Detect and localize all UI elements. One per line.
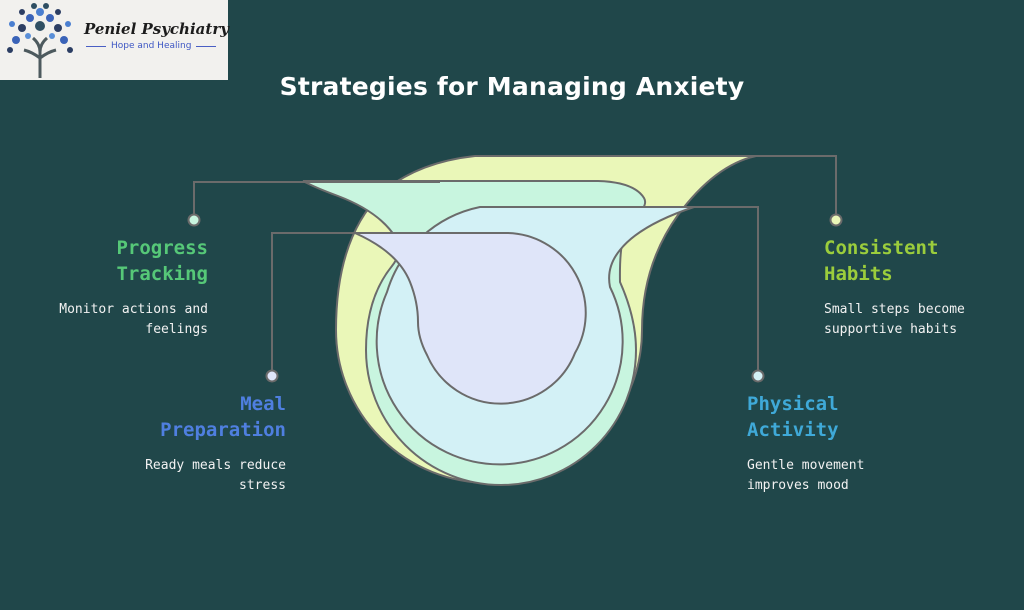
connector-physical-activity <box>680 206 759 376</box>
item-title-line: Activity <box>747 419 839 441</box>
node-dot-meal-preparation <box>265 369 279 383</box>
tree-logo-icon <box>7 3 73 78</box>
node-dot-physical-activity <box>751 369 765 383</box>
item-title-line: Progress <box>116 237 208 259</box>
connector-meal-preparation <box>271 232 390 376</box>
item-title-meal-preparation: Meal Preparation <box>86 391 286 443</box>
connector-consistent-habits <box>740 155 837 220</box>
item-title-line: Preparation <box>160 419 286 441</box>
item-desc-physical-activity: Gentle movement improves mood <box>747 456 947 496</box>
logo-name: Peniel Psychiatry <box>84 20 229 38</box>
item-desc-line: improves mood <box>747 478 849 493</box>
node-dot-consistent-habits <box>829 213 843 227</box>
item-title-line: Meal <box>240 393 286 415</box>
tagline-rule-left <box>86 45 106 47</box>
item-title-line: Consistent <box>824 237 939 259</box>
item-title-line: Physical <box>747 393 839 415</box>
tagline-rule-right <box>196 45 217 47</box>
logo-badge: Peniel Psychiatry Hope and Healing <box>0 0 229 80</box>
item-desc-progress-tracking: Monitor actions and feelings <box>8 300 208 340</box>
item-desc-line: Ready meals reduce <box>145 458 286 473</box>
item-title-progress-tracking: Progress Tracking <box>8 235 208 287</box>
item-title-line: Habits <box>824 263 893 285</box>
page-title: Strategies for Managing Anxiety <box>279 72 745 101</box>
connector-progress-tracking <box>193 181 440 220</box>
node-dot-progress-tracking <box>187 213 201 227</box>
item-desc-meal-preparation: Ready meals reduce stress <box>86 456 286 496</box>
item-desc-line: feelings <box>145 322 208 337</box>
logo-tagline: Hope and Healing <box>111 41 192 51</box>
funnel-layer-inner <box>354 232 587 405</box>
item-desc-line: Small steps become <box>824 302 965 317</box>
item-desc-line: stress <box>239 478 286 493</box>
item-desc-consistent-habits: Small steps become supportive habits <box>824 300 1024 340</box>
item-title-line: Tracking <box>116 263 208 285</box>
item-desc-line: Monitor actions and <box>59 302 208 317</box>
item-title-consistent-habits: Consistent Habits <box>824 235 1024 287</box>
item-desc-line: Gentle movement <box>747 458 865 473</box>
item-desc-line: supportive habits <box>824 322 958 337</box>
item-title-physical-activity: Physical Activity <box>747 391 947 443</box>
